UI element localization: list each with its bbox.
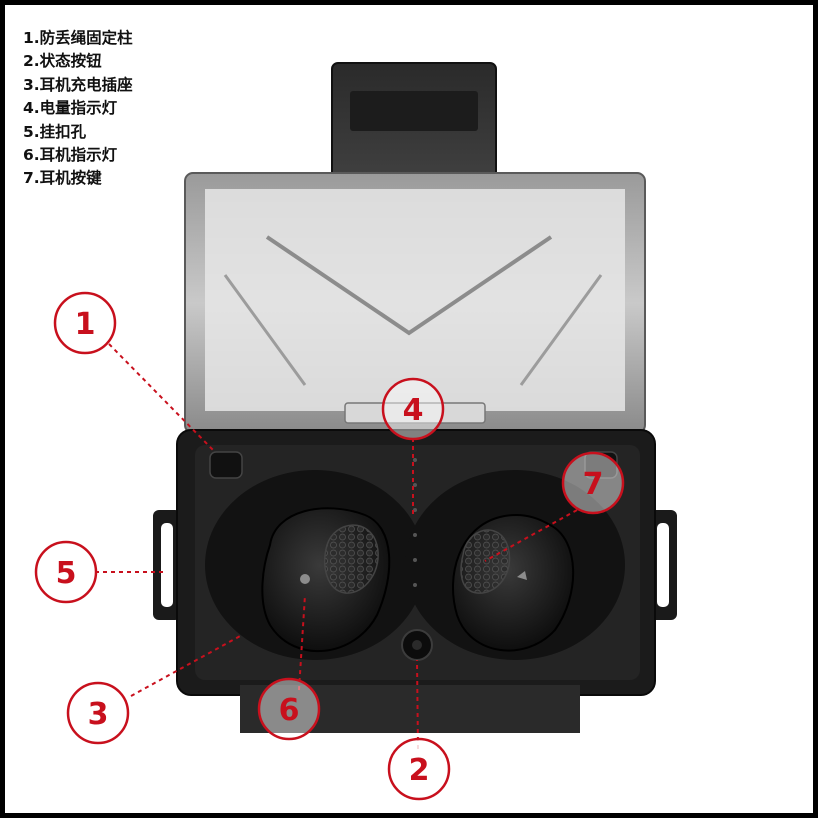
battery-indicator-leds (413, 458, 417, 587)
svg-text:6: 6 (279, 693, 300, 728)
callout-3: 3 (66, 681, 130, 745)
earbud-right (452, 514, 575, 652)
lanyard-post (209, 451, 243, 479)
leader-lines (95, 343, 578, 750)
image-frame: 1.防丢绳固定柱 2.状态按钮 3.耳机充电插座 4.电量指示灯 5.挂扣孔 6… (5, 5, 813, 813)
earbud-led-left (300, 574, 310, 584)
callout-4: 4 (381, 377, 445, 441)
callout-6: 6 (257, 677, 321, 741)
legend-item-7: 7.耳机按键 (23, 169, 102, 188)
legend-item-4: 4.电量指示灯 (23, 99, 118, 118)
earbud-button-left (324, 524, 379, 594)
svg-text:1: 1 (75, 307, 96, 342)
legend-item-6: 6.耳机指示灯 (23, 145, 118, 164)
legend-item-3: 3.耳机充电插座 (23, 75, 133, 94)
earbud-left (261, 507, 391, 653)
svg-text:7: 7 (583, 467, 604, 502)
svg-text:4: 4 (403, 393, 424, 428)
product-photo: 1 4 7 5 3 6 2 (34, 62, 677, 801)
callout-1: 1 (53, 291, 117, 355)
svg-text:5: 5 (56, 556, 77, 591)
callout-5: 5 (34, 540, 98, 604)
legend-list: 1.防丢绳固定柱 2.状态按钮 3.耳机充电插座 4.电量指示灯 5.挂扣孔 6… (23, 27, 133, 191)
case-lid (184, 62, 646, 434)
earbud-button-right (460, 529, 511, 594)
legend-item-5: 5.挂扣孔 (23, 122, 87, 141)
legend-item-2: 2.状态按钮 (23, 52, 102, 71)
svg-text:2: 2 (409, 753, 430, 788)
earbud-led-right (517, 571, 527, 580)
callout-7: 7 (561, 451, 625, 515)
legend-item-1: 1.防丢绳固定柱 (23, 29, 133, 47)
callout-2: 2 (387, 737, 451, 801)
svg-text:3: 3 (88, 697, 109, 732)
